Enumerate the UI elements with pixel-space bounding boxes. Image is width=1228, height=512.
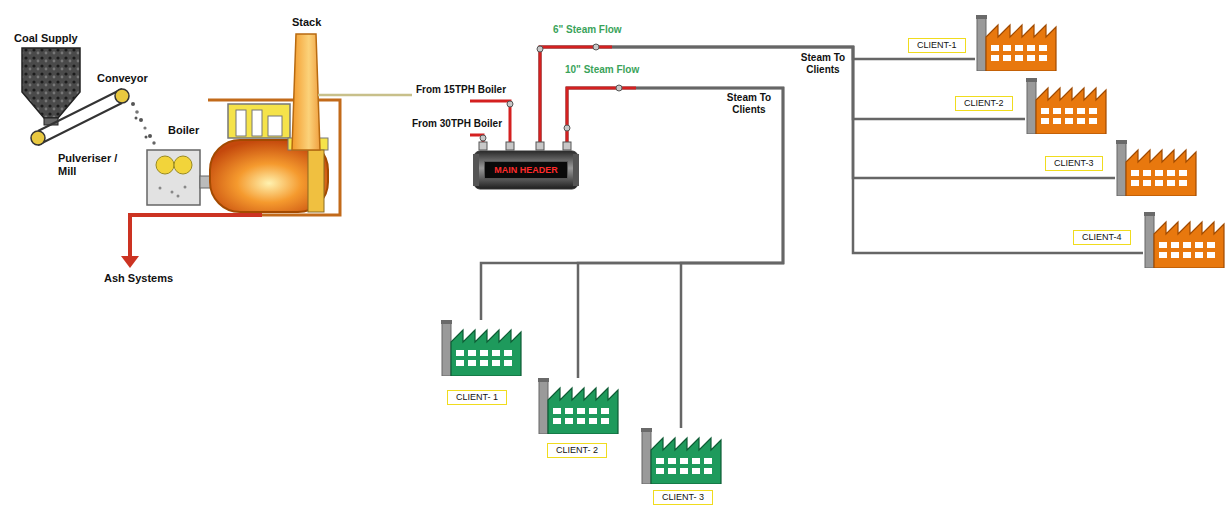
steam-pipe: [567, 88, 783, 428]
factory-icon: [975, 15, 1057, 71]
client-factory: CLIENT- 3: [640, 428, 722, 484]
steam-pipe: [540, 47, 612, 150]
factory-icon: [1025, 78, 1107, 134]
valve-symbol: [479, 44, 622, 150]
header-label: MAIN HEADER: [484, 161, 568, 179]
pulveriser-mill: [147, 150, 214, 205]
text-label: Boiler: [168, 124, 199, 137]
client-factory: CLIENT-1: [975, 15, 1057, 71]
text-label: Ash Systems: [104, 272, 173, 285]
ash-line: [121, 215, 262, 268]
client-label: CLIENT-2: [955, 96, 1013, 111]
text-label: Conveyor: [97, 72, 148, 85]
text-label: Steam To Clients: [722, 92, 776, 115]
text-label: From 15TPH Boiler: [416, 84, 506, 96]
main-header: MAIN HEADER: [473, 150, 579, 190]
text-label: 10" Steam Flow: [565, 64, 639, 76]
client-label: CLIENT- 3: [653, 490, 713, 505]
client-factory: CLIENT-3: [1115, 140, 1197, 196]
factory-icon: [640, 428, 722, 484]
boiler: [208, 100, 340, 215]
client-factory: CLIENT-4: [1143, 212, 1225, 268]
steam-line: [318, 94, 412, 97]
client-label: CLIENT- 2: [547, 443, 607, 458]
steam-pipe: [540, 47, 975, 150]
steam-pipe: [540, 47, 1143, 253]
client-factory: CLIENT- 1: [440, 320, 522, 376]
factory-icon: [537, 378, 619, 434]
client-label: CLIENT-4: [1073, 230, 1131, 245]
factory-icon: [1143, 212, 1225, 268]
text-label: From 30TPH Boiler: [412, 118, 502, 130]
stack: [292, 34, 320, 150]
steam-pipe: [567, 88, 636, 150]
client-factory: CLIENT-2: [1025, 78, 1107, 134]
steam-pipe: [567, 88, 783, 378]
client-label: CLIENT- 1: [447, 390, 507, 405]
factory-icon: [1115, 140, 1197, 196]
text-label: 6" Steam Flow: [553, 24, 622, 36]
text-label: Pulveriser / Mill: [58, 152, 128, 177]
client-label: CLIENT-3: [1045, 156, 1103, 171]
text-label: Stack: [292, 16, 321, 29]
text-label: Steam To Clients: [796, 52, 850, 75]
steam-pipe: [481, 88, 783, 320]
conveyor-belt: [31, 89, 156, 145]
factory-icon: [440, 320, 522, 376]
client-label: CLIENT-1: [908, 38, 966, 53]
client-factory: CLIENT- 2: [537, 378, 619, 434]
text-label: Coal Supply: [14, 32, 78, 45]
